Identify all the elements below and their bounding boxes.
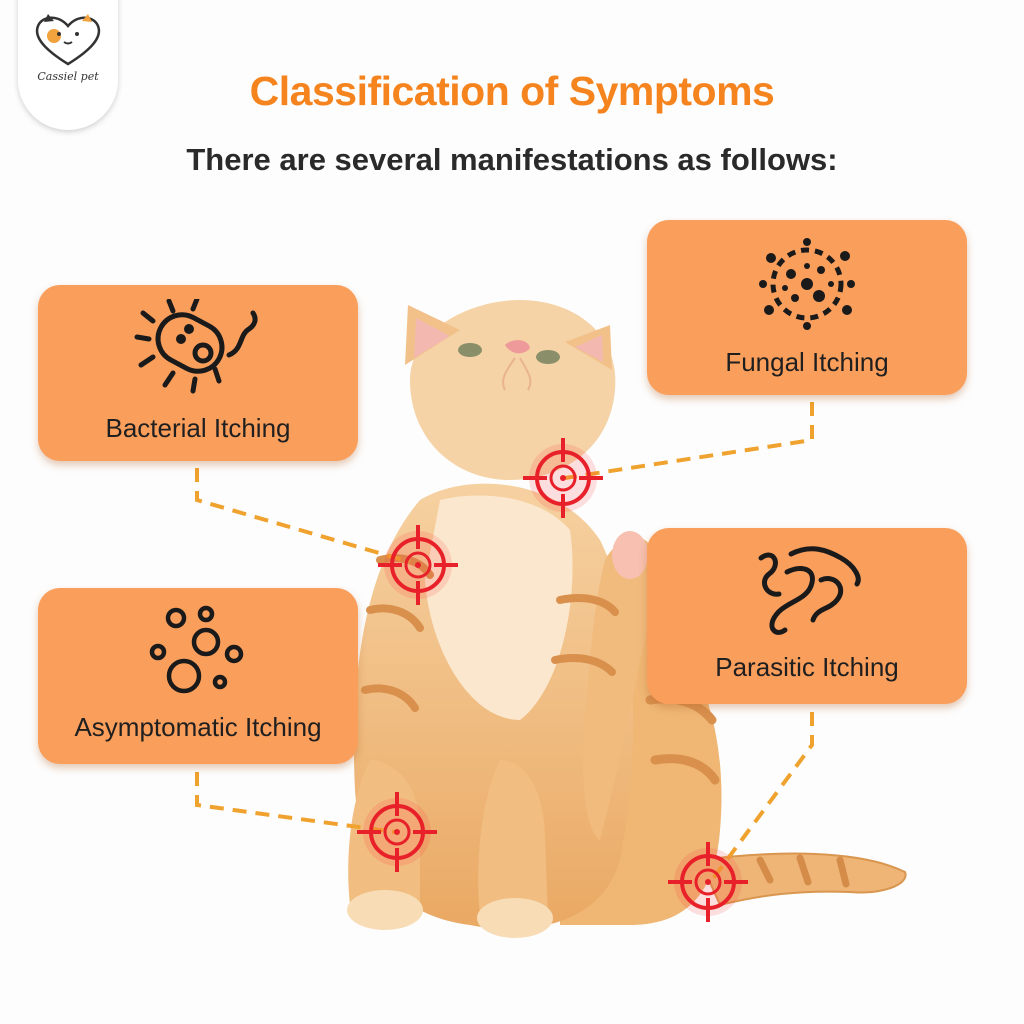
card-bacterial-itching[interactable]: Bacterial Itching xyxy=(38,285,358,461)
bubbles-icon xyxy=(149,605,244,694)
crosshair-target-icon xyxy=(668,842,748,922)
brand-logo[interactable]: Cassiel pet xyxy=(18,0,118,130)
card-asymptomatic-itching[interactable]: Asymptomatic Itching xyxy=(38,588,358,764)
card-label: Parasitic Itching xyxy=(715,652,899,682)
heart-cat-dog-icon xyxy=(35,14,101,66)
crosshair-target-icon xyxy=(378,525,458,605)
card-label: Bacterial Itching xyxy=(105,413,291,443)
card-label: Asymptomatic Itching xyxy=(74,712,322,742)
worms-icon xyxy=(758,546,861,635)
brand-name: Cassiel pet xyxy=(37,70,99,83)
crosshair-target-icon xyxy=(523,438,603,518)
bacteria-icon xyxy=(134,299,258,394)
card-parasitic-itching[interactable]: Parasitic Itching xyxy=(647,528,967,704)
fungus-spore-icon xyxy=(759,238,855,330)
page-title: Classification of Symptoms xyxy=(249,68,775,114)
crosshair-target-icon xyxy=(357,792,437,872)
card-fungal-itching[interactable]: Fungal Itching xyxy=(647,220,967,395)
connector-lines xyxy=(195,402,814,882)
page-subtitle: There are several manifestations as foll… xyxy=(186,142,838,177)
card-label: Fungal Itching xyxy=(725,347,889,377)
